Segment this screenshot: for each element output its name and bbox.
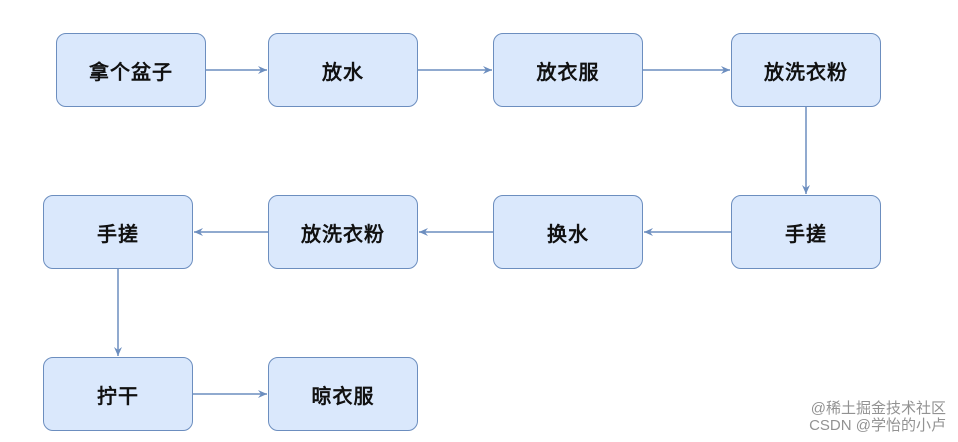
step-change-water: 换水 (493, 195, 643, 269)
step-hang-clothes: 晾衣服 (268, 357, 418, 431)
step-wring-dry: 拧干 (43, 357, 193, 431)
step-hand-scrub-again: 手搓 (43, 195, 193, 269)
step-add-clothes: 放衣服 (493, 33, 643, 107)
step-hand-scrub: 手搓 (731, 195, 881, 269)
step-add-water: 放水 (268, 33, 418, 107)
step-add-detergent: 放洗衣粉 (731, 33, 881, 107)
step-add-detergent-again: 放洗衣粉 (268, 195, 418, 269)
watermark: @稀土掘金技术社区 CSDN @学怡的小卢 (809, 400, 946, 434)
watermark-line-1: @稀土掘金技术社区 (810, 400, 946, 417)
watermark-line-2: CSDN @学怡的小卢 (809, 417, 946, 434)
step-get-basin: 拿个盆子 (56, 33, 206, 107)
